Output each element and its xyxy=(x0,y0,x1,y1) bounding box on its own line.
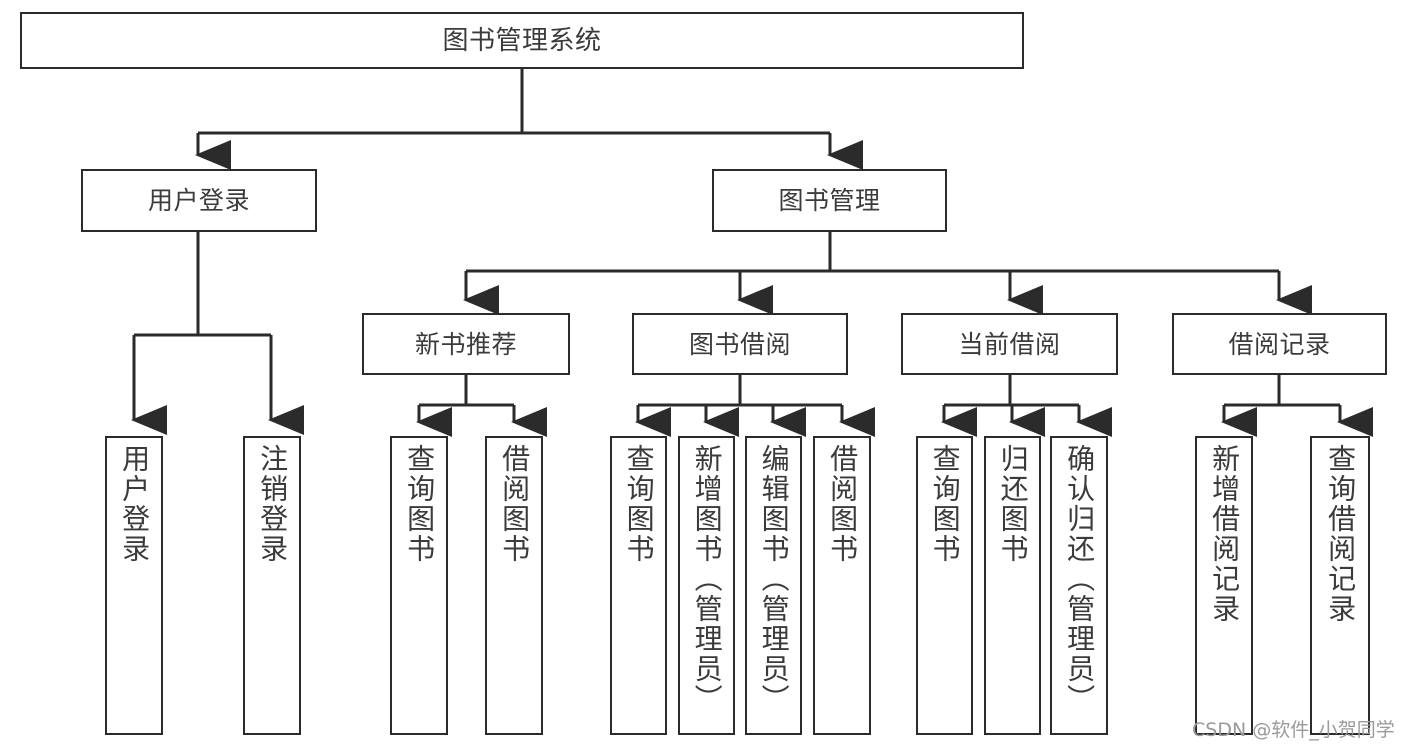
node-borrow-record[interactable]: 借阅记录 xyxy=(1172,313,1387,375)
node-user-login[interactable]: 用户登录 xyxy=(81,169,317,232)
node-leaf-query-book-1[interactable]: 查询图书 xyxy=(390,436,448,735)
node-leaf-borrow-book-2-label: 借阅图书 xyxy=(826,444,860,564)
node-leaf-edit-book[interactable]: 编辑图书（管理员） xyxy=(745,436,802,735)
node-leaf-query-book-1-label: 查询图书 xyxy=(403,444,437,564)
node-leaf-add-book[interactable]: 新增图书（管理员） xyxy=(678,436,735,735)
node-leaf-borrow-book-1[interactable]: 借阅图书 xyxy=(485,436,543,735)
node-leaf-query-book-2[interactable]: 查询图书 xyxy=(610,436,667,735)
node-user-login-label: 用户登录 xyxy=(147,186,250,215)
node-root[interactable]: 图书管理系统 xyxy=(20,12,1024,69)
node-book-borrow[interactable]: 图书借阅 xyxy=(632,313,848,375)
node-leaf-return-book[interactable]: 归还图书 xyxy=(984,436,1041,735)
node-leaf-user-login-label: 用户登录 xyxy=(118,444,152,564)
node-current-borrow[interactable]: 当前借阅 xyxy=(901,313,1118,375)
node-leaf-user-login[interactable]: 用户登录 xyxy=(105,436,163,735)
node-leaf-query-book-2-label: 查询图书 xyxy=(622,444,656,564)
watermark-text: CSDN @软件_小贺同学 xyxy=(1192,719,1395,741)
node-root-label: 图书管理系统 xyxy=(442,25,602,56)
node-new-book-recommend-label: 新书推荐 xyxy=(414,329,517,359)
node-book-borrow-label: 图书借阅 xyxy=(688,329,791,359)
node-leaf-edit-book-label: 编辑图书（管理员） xyxy=(757,444,791,714)
node-leaf-confirm-return-label: 确认归还（管理员） xyxy=(1063,444,1097,714)
node-new-book-recommend[interactable]: 新书推荐 xyxy=(362,313,570,375)
node-book-manage[interactable]: 图书管理 xyxy=(712,169,947,232)
node-current-borrow-label: 当前借阅 xyxy=(958,329,1061,359)
node-leaf-query-book-3[interactable]: 查询图书 xyxy=(916,436,973,735)
node-borrow-record-label: 借阅记录 xyxy=(1228,329,1331,359)
node-book-manage-label: 图书管理 xyxy=(778,186,881,215)
node-leaf-logout-login-label: 注销登录 xyxy=(256,444,290,564)
node-leaf-add-record-label: 新增借阅记录 xyxy=(1208,444,1242,624)
node-leaf-query-record-label: 查询借阅记录 xyxy=(1324,444,1358,624)
node-leaf-add-book-label: 新增图书（管理员） xyxy=(690,444,724,714)
node-leaf-query-record[interactable]: 查询借阅记录 xyxy=(1310,436,1370,735)
node-leaf-query-book-3-label: 查询图书 xyxy=(928,444,962,564)
node-leaf-borrow-book-2[interactable]: 借阅图书 xyxy=(813,436,871,735)
node-leaf-confirm-return[interactable]: 确认归还（管理员） xyxy=(1050,436,1108,735)
node-leaf-add-record[interactable]: 新增借阅记录 xyxy=(1195,436,1253,735)
node-leaf-borrow-book-1-label: 借阅图书 xyxy=(498,444,532,564)
node-leaf-logout-login[interactable]: 注销登录 xyxy=(243,436,301,735)
node-leaf-return-book-label: 归还图书 xyxy=(996,444,1030,564)
